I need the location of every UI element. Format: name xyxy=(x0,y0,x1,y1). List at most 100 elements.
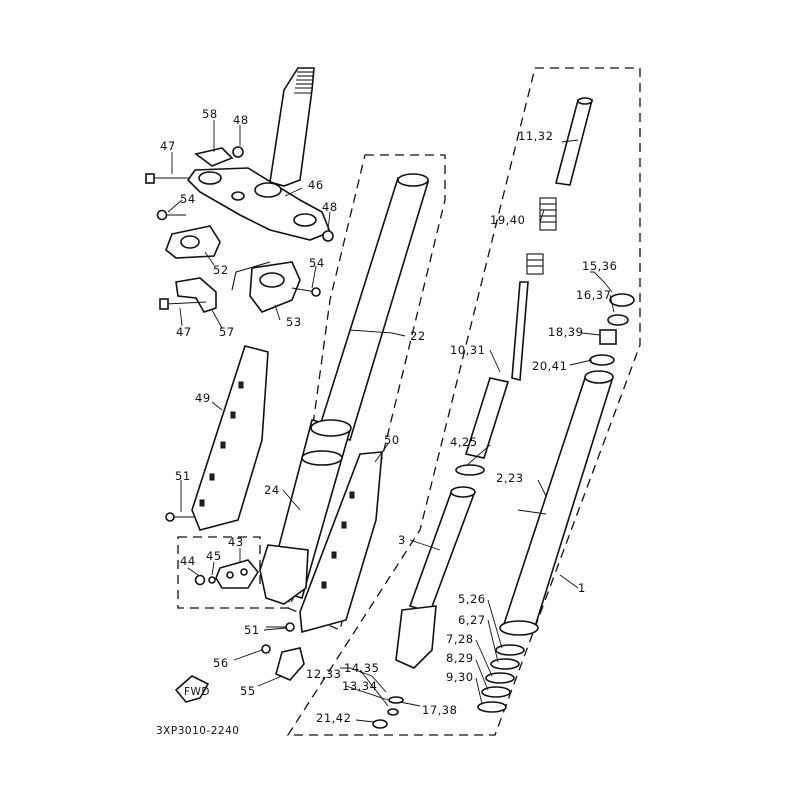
outer-tube-mark xyxy=(517,509,547,515)
label-43: 43 xyxy=(228,535,244,549)
o-ring-16-37 xyxy=(607,314,629,326)
label-47-top: 47 xyxy=(160,139,176,153)
label-14-35: 14,35 xyxy=(344,661,379,675)
label-57: 57 xyxy=(219,325,235,339)
protector-50-slots xyxy=(321,491,355,589)
nut-48-right xyxy=(322,230,334,242)
bolt-54-lower-head xyxy=(311,287,321,297)
upper-bracket-pinch-hole xyxy=(231,191,245,201)
label-56: 56 xyxy=(213,656,229,670)
label-7-28: 7,28 xyxy=(446,632,474,646)
label-51-upper: 51 xyxy=(175,469,191,483)
outer-tube-24-band xyxy=(301,450,343,466)
seal-5-26 xyxy=(495,644,525,656)
label-52: 52 xyxy=(213,263,229,277)
label-55: 55 xyxy=(240,684,256,698)
inner-tube-22-mark xyxy=(349,329,393,334)
diagram-code: 3XP3010-2240 xyxy=(156,725,239,737)
label-6-27: 6,27 xyxy=(458,613,486,627)
bolt-47-top-head xyxy=(145,173,155,184)
label-49: 49 xyxy=(195,391,211,405)
label-44: 44 xyxy=(180,554,196,568)
label-2-23: 2,23 xyxy=(496,471,524,485)
damper-rod-11-32 xyxy=(554,99,594,186)
bolt-47-lower-shank xyxy=(165,301,207,305)
steering-assembly xyxy=(145,67,334,313)
label-54-lower: 54 xyxy=(309,256,325,270)
axle-bracket-3 xyxy=(395,605,437,669)
left-fork-group-boundary xyxy=(287,154,446,631)
damper-10-31-body xyxy=(464,377,510,459)
spring-19-40 xyxy=(526,197,557,275)
holder-52-bore xyxy=(180,235,200,249)
bolt-47-lower-head xyxy=(159,298,169,310)
guide-55 xyxy=(275,647,305,681)
steering-stem xyxy=(269,67,315,187)
forward-arrow-icon: FWD xyxy=(174,675,210,703)
label-5-26: 5,26 xyxy=(458,592,486,606)
washer-20-41 xyxy=(589,354,615,366)
stem-to-holder-line xyxy=(231,261,271,291)
washer-45 xyxy=(208,576,216,584)
label-4-25: 4,25 xyxy=(450,435,478,449)
bracket-43-hole-a xyxy=(226,571,234,579)
left-fork-assembly xyxy=(259,173,430,605)
label-17-38: 17,38 xyxy=(422,703,457,717)
label-1: 1 xyxy=(578,581,586,595)
upper-bracket-center-bore xyxy=(254,182,282,198)
seal-6-27 xyxy=(490,658,520,670)
nut-44 xyxy=(194,574,206,586)
bolt-21-42 xyxy=(372,719,388,729)
leader-lines xyxy=(167,120,615,723)
label-54-upper: 54 xyxy=(180,192,196,206)
bolt-51-lower-head xyxy=(285,622,295,632)
bolt-56 xyxy=(261,644,271,654)
inner-tube-22-cap xyxy=(397,173,429,187)
plate-58 xyxy=(194,147,234,167)
axle-holder-24 xyxy=(259,544,309,605)
label-53: 53 xyxy=(286,315,302,329)
label-51-lower: 51 xyxy=(244,623,260,637)
nut-48-top xyxy=(232,146,244,158)
label-12-33: 12,33 xyxy=(306,667,341,681)
bracket-43-hole-b xyxy=(240,568,248,576)
upper-bracket-left-bore xyxy=(198,171,222,185)
damper-10-31 xyxy=(511,281,529,382)
holder-53-bore xyxy=(259,272,285,288)
label-9-30: 9,30 xyxy=(446,670,474,684)
label-15-36: 15,36 xyxy=(582,259,617,273)
o-ring-14-35 xyxy=(387,708,399,716)
seal-8-29 xyxy=(481,686,511,698)
label-10-31: 10,31 xyxy=(450,343,485,357)
label-18-39: 18,39 xyxy=(548,325,583,339)
outer-tube-24-seal xyxy=(310,419,352,437)
label-48-right: 48 xyxy=(322,200,338,214)
protector-49-body xyxy=(191,345,269,531)
bracket-57 xyxy=(175,277,217,313)
caliper-bracket-assembly xyxy=(194,559,259,589)
label-50: 50 xyxy=(384,433,400,447)
stem-threads xyxy=(294,71,313,94)
label-8-29: 8,29 xyxy=(446,651,474,665)
outer-tube-2-23 xyxy=(502,374,614,631)
callout-labels: 58 48 47 46 54 48 52 54 47 57 53 22 49 5… xyxy=(160,107,617,725)
label-21-42: 21,42 xyxy=(316,711,351,725)
cap-bolt-15-36 xyxy=(609,293,635,307)
outer-tube-cap xyxy=(584,370,614,384)
protector-49 xyxy=(165,345,269,531)
label-3: 3 xyxy=(398,533,406,547)
label-45: 45 xyxy=(206,549,222,563)
inner-tube-3-top xyxy=(450,486,476,498)
label-22: 22 xyxy=(410,329,426,343)
washer-13-34 xyxy=(388,696,404,704)
seal-9-30 xyxy=(477,701,507,713)
label-48-top: 48 xyxy=(233,113,249,127)
right-fork-group-boundary xyxy=(286,67,641,736)
protector-49-slots xyxy=(199,381,244,507)
guide-55-assembly xyxy=(261,644,305,681)
upper-bracket-right-bore xyxy=(293,213,317,227)
label-20-41: 20,41 xyxy=(532,359,567,373)
outer-tube-bottom xyxy=(499,620,539,636)
